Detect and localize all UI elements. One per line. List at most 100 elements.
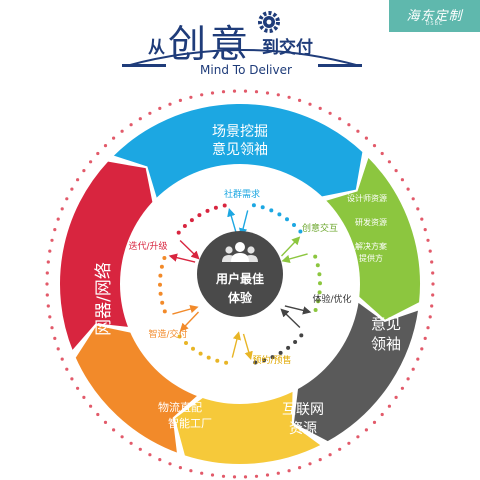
ring-dot: [420, 217, 424, 221]
inner-dot: [277, 212, 282, 217]
ring-dot: [138, 447, 142, 451]
inner-dot: [286, 345, 291, 350]
segment-right-top-line-1: 设计师资源: [347, 194, 387, 203]
inner-dot: [253, 360, 258, 365]
ring-dot: [60, 207, 64, 211]
inner-dot: [315, 263, 320, 268]
node-experience-optimize: 体验/优化: [312, 295, 352, 305]
ring-dot: [120, 435, 124, 439]
inner-dot: [298, 229, 303, 234]
ring-dot: [423, 336, 427, 340]
ring-dot: [65, 367, 69, 371]
inner-dot: [292, 223, 296, 227]
ring-dot: [406, 187, 410, 191]
center-title: 用户最佳: [215, 272, 264, 286]
inner-dot: [317, 272, 322, 277]
gear-icon: [258, 11, 280, 33]
ring-dot: [243, 89, 248, 93]
ring-dot: [318, 458, 322, 462]
ring-dot: [328, 453, 332, 457]
inward-arrow: [281, 253, 308, 264]
brand-logo-text: 海东定制: [406, 9, 463, 24]
ring-dot: [168, 102, 172, 106]
inner-dot: [162, 256, 167, 260]
ring-dot: [103, 420, 108, 424]
title-big-char-1: 创: [168, 22, 207, 66]
inner-dot: [224, 360, 229, 365]
ring-dot: [276, 471, 280, 475]
outward-arrow: [227, 208, 238, 235]
ring-dot: [430, 260, 434, 264]
ring-dot: [70, 377, 74, 381]
segment-top-line-2: 意见领袖: [212, 142, 268, 158]
ring-dot: [200, 471, 204, 475]
ring-dot: [76, 178, 80, 182]
inward-arrow: [280, 308, 301, 329]
ring-dot: [129, 123, 133, 127]
node-iterate-upgrade: 迭代/升级: [128, 242, 168, 252]
title-suffix: 到交付: [262, 38, 313, 58]
inner-dot: [198, 351, 203, 356]
ring-dot: [178, 98, 182, 102]
inner-dot: [299, 333, 304, 338]
ring-dot: [420, 347, 424, 351]
ring-dot: [400, 178, 404, 182]
inner-dot: [205, 208, 210, 213]
ring-dot: [76, 386, 80, 390]
ring-dot: [46, 304, 50, 308]
inner-dot: [158, 291, 163, 296]
ring-dot: [431, 282, 435, 286]
brand-logo-sub: DSBC: [425, 21, 444, 27]
ring-dot: [158, 458, 162, 462]
ring-dot: [254, 90, 259, 94]
ring-dot: [56, 347, 60, 351]
ring-dot: [45, 271, 49, 275]
outward-arrow: [179, 311, 200, 332]
subtitle-line-right: [318, 64, 362, 67]
inner-dot: [260, 205, 265, 210]
node-manufacture-deliver: 智造/交付: [148, 330, 188, 340]
ring-dot: [372, 420, 377, 424]
inner-dot: [313, 254, 318, 259]
ring-dot: [48, 249, 52, 253]
ring-dot: [53, 336, 57, 340]
ring-dot: [96, 412, 100, 417]
users-icon: [222, 242, 258, 262]
ring-dot: [53, 228, 57, 232]
ring-dot: [426, 326, 430, 330]
ring-dot: [56, 217, 60, 221]
segment-bottom-left-line-1: 物流直配: [158, 401, 202, 414]
ring-dot: [318, 106, 322, 110]
subtitle-line-left: [122, 64, 166, 67]
title-big-char-2: 意: [210, 22, 249, 66]
ring-dot: [65, 197, 69, 201]
inner-dot: [317, 290, 322, 295]
ring-dot: [431, 271, 435, 275]
inner-dot: [176, 230, 181, 235]
ring-dot: [364, 428, 368, 432]
segment-right-line-1: 意见: [370, 315, 401, 333]
segment-right-top-line-4: 提供方: [359, 254, 383, 263]
node-creative-interaction: 创意交互: [301, 224, 338, 234]
inner-dot: [197, 213, 202, 218]
ring-dot: [45, 293, 49, 297]
ring-dot: [148, 111, 152, 115]
outward-arrow: [284, 305, 312, 315]
ring-dot: [168, 462, 172, 466]
ring-dot: [406, 377, 410, 381]
ring-dot: [423, 228, 427, 232]
ring-dot: [356, 435, 360, 439]
ring-dot: [400, 386, 404, 390]
brand-logo: 海东定制 DSBC: [389, 0, 480, 32]
ring-dot: [356, 129, 360, 133]
ring-dot: [89, 160, 93, 164]
ring-dot: [298, 466, 302, 470]
ring-dot: [338, 117, 342, 121]
segment-right-line-2: 领袖: [370, 335, 401, 353]
ring-dot: [430, 304, 434, 308]
ring-dot: [416, 207, 420, 211]
ring-dot: [112, 136, 116, 140]
inner-cycle-dots: [158, 203, 322, 365]
inward-arrow: [179, 239, 200, 260]
